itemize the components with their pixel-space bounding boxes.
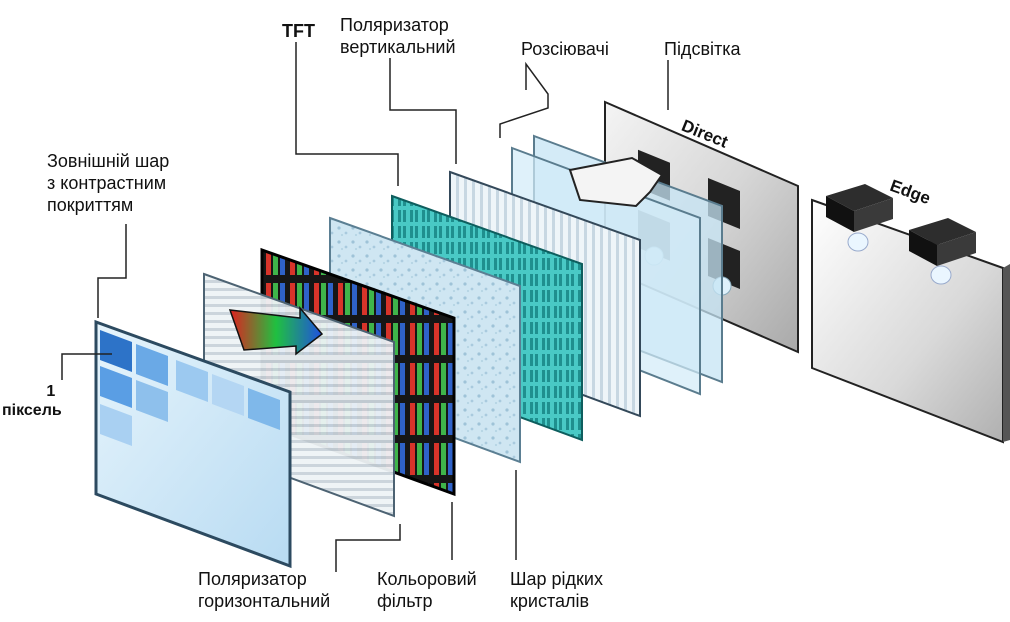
rgb-light-arrow [228, 305, 324, 356]
polarizer-vertical-leader [389, 58, 457, 164]
diffusers-label: Розсіювачі [521, 39, 609, 59]
leader-lines [61, 42, 669, 572]
backlight-label: Підсвітка [664, 39, 741, 59]
liquid-crystal-label-line2: кристалів [510, 591, 590, 611]
led-module-1 [826, 184, 893, 252]
color-filter-label: Кольоровий фільтр [377, 568, 477, 612]
pixel-label-line1: 1 [46, 383, 56, 400]
diffusers-bracket [499, 61, 549, 138]
pixel-label: 1 піксель [2, 382, 62, 420]
tft-label: TFT [282, 21, 315, 41]
outer-layer-leader [97, 224, 127, 318]
polarizer-vertical-label: Поляризатор вертикальний [340, 14, 456, 58]
outer-layer-label-line2: з контрастним [47, 173, 167, 193]
outer-layer-label-line1: Зовнішній шар [47, 151, 170, 171]
polarizer-horizontal-label-line1: Поляризатор [198, 569, 307, 589]
outer-glass-layer [94, 319, 292, 569]
pixel-leader [61, 353, 112, 380]
polarizer-vertical-label-line1: Поляризатор [340, 15, 449, 35]
led-module-2 [909, 218, 976, 285]
outer-layer-label: Зовнішній шар з контрастним покриттям [47, 150, 169, 216]
light-direction-arrow [568, 156, 664, 208]
polarizer-horizontal-label-line2: горизонтальний [198, 591, 331, 611]
liquid-crystal-label-line1: Шар рідких [510, 569, 603, 589]
polarizer-vertical-label-line2: вертикальний [340, 37, 456, 57]
polarizer-horizontal-label: Поляризатор горизонтальний [198, 568, 330, 612]
pixel-label-line2: піксель [2, 402, 62, 419]
polarizer-horizontal-leader [335, 524, 401, 572]
edge-backlight-panel [811, 184, 1010, 444]
color-filter-label-line2: фільтр [377, 591, 433, 611]
color-filter-label-line1: Кольоровий [377, 569, 477, 589]
outer-layer-label-line3: покриттям [47, 195, 134, 215]
liquid-crystal-label: Шар рідких кристалів [510, 568, 603, 612]
tft-leader [295, 42, 399, 186]
